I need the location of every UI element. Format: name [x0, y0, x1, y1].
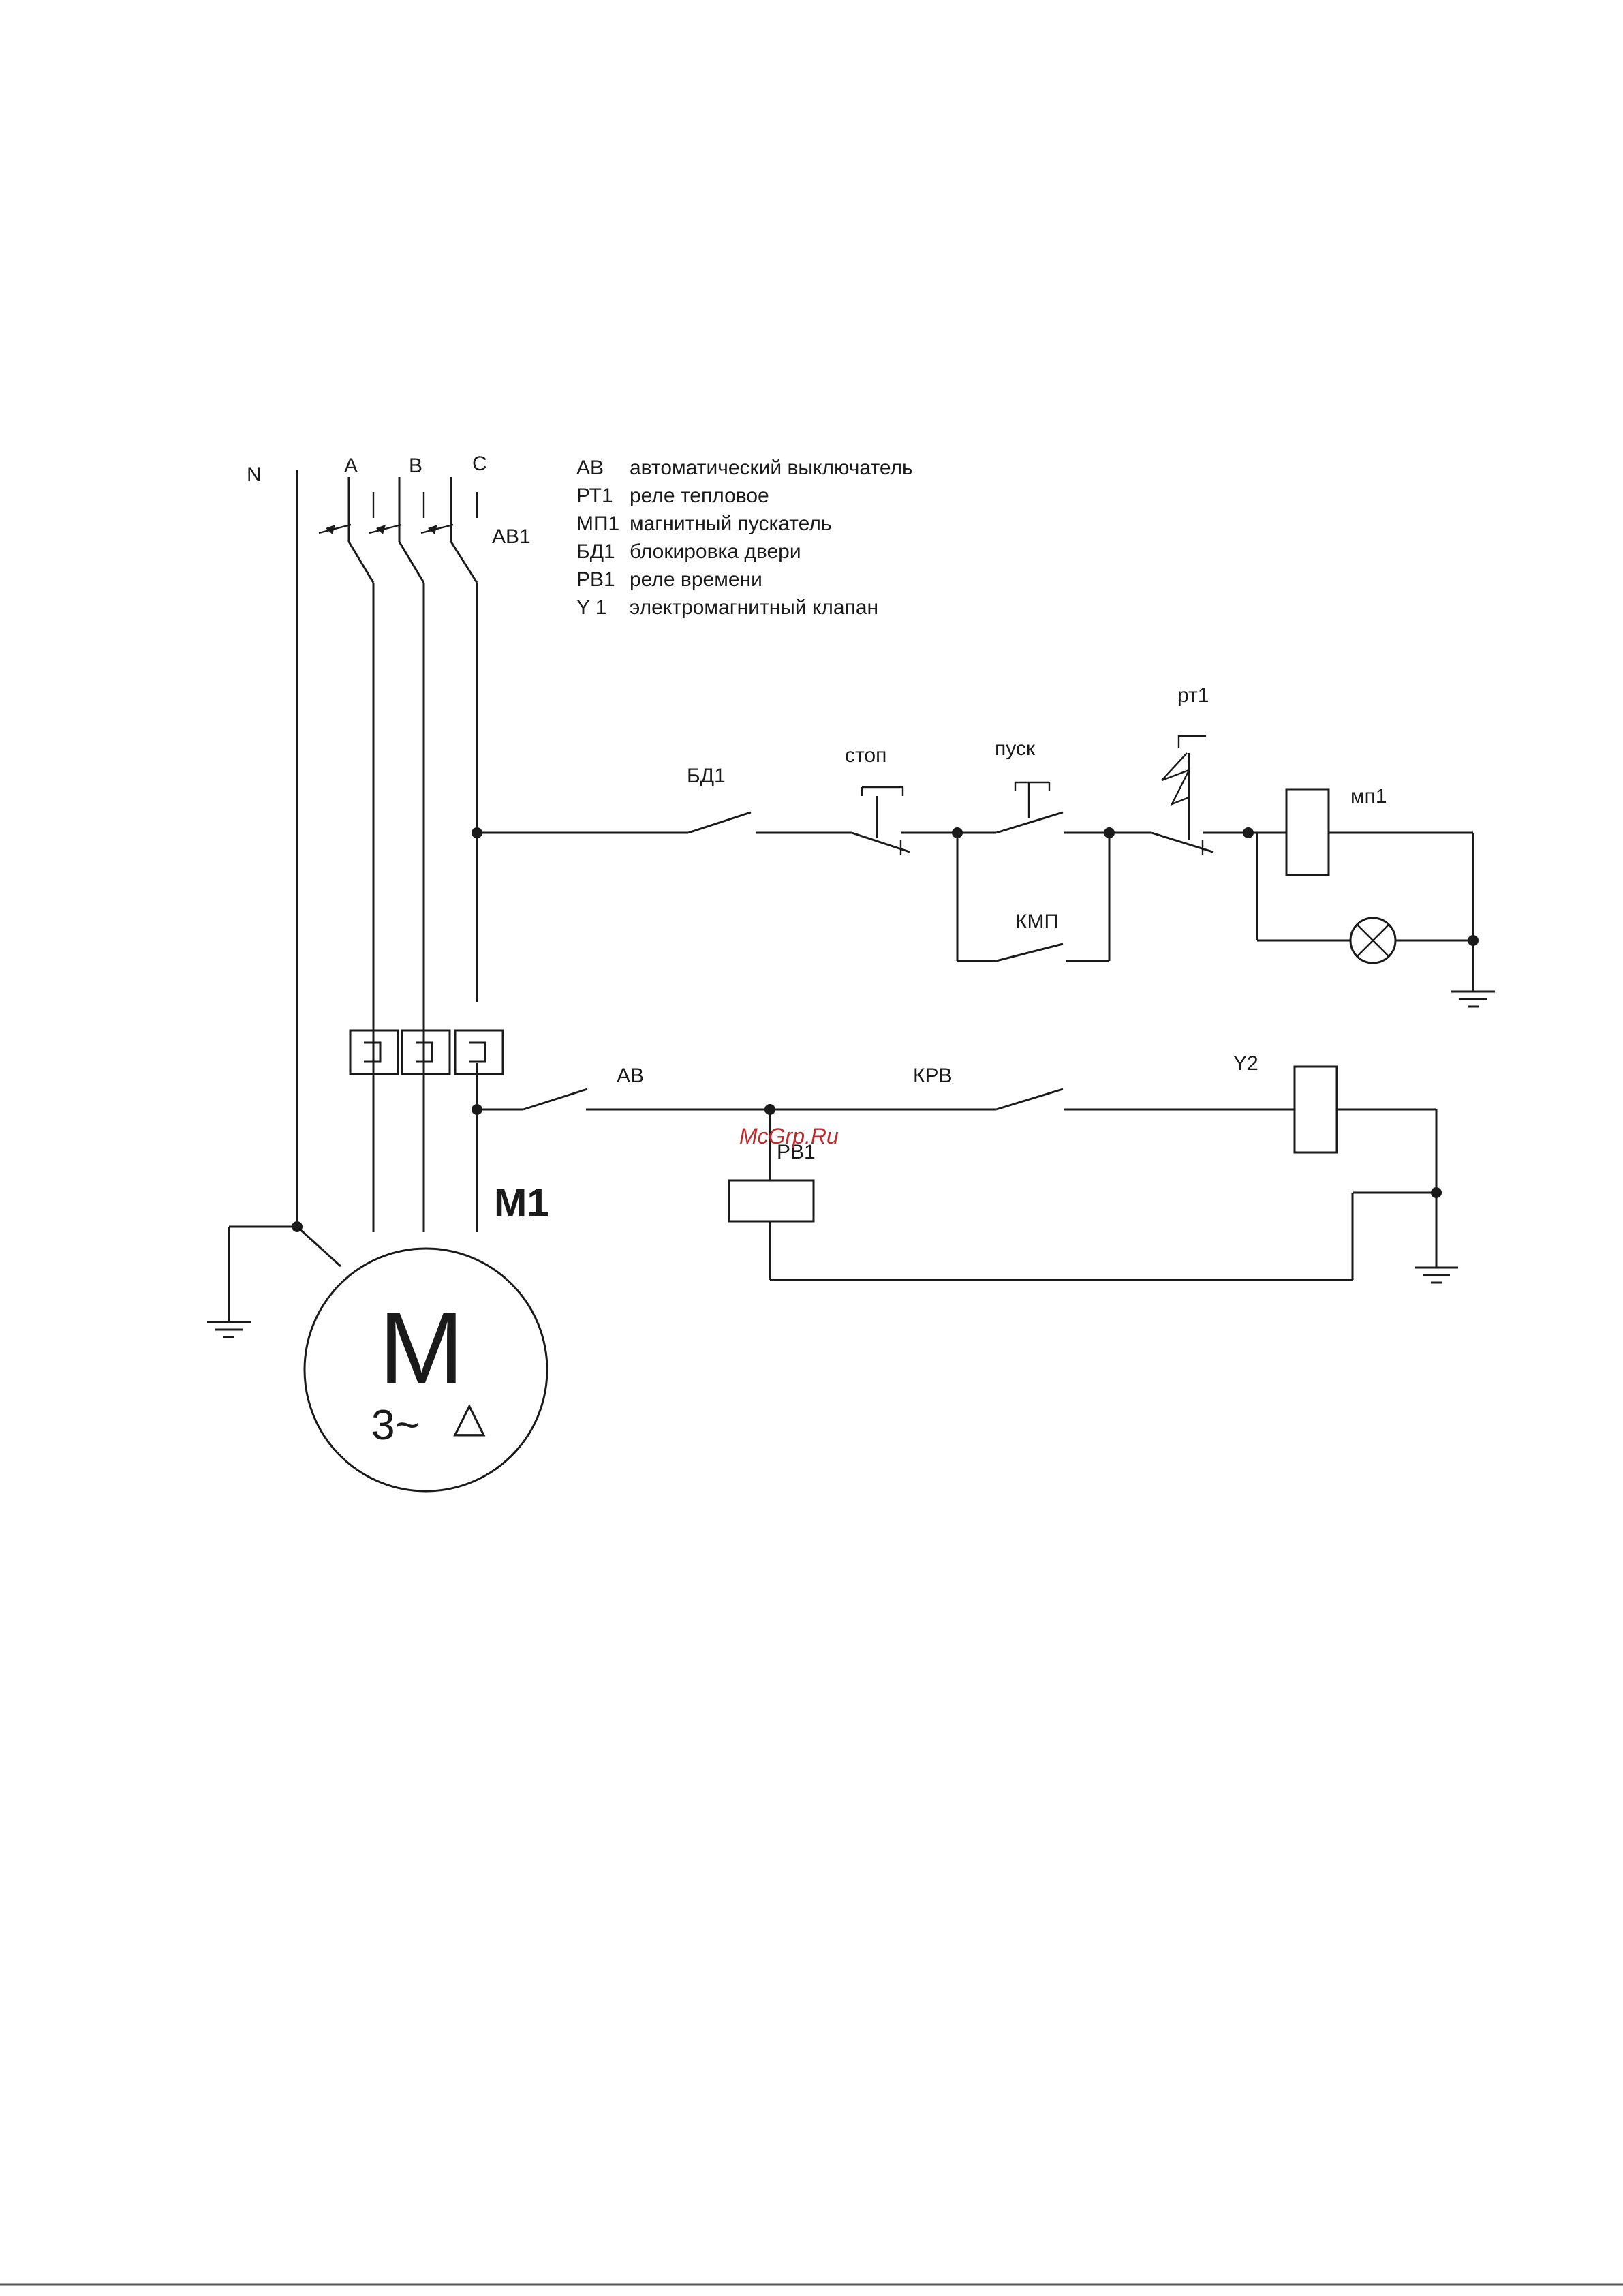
power-buses — [297, 470, 477, 1232]
bus-label-c: C — [472, 453, 487, 475]
bus-label-n: N — [247, 463, 262, 486]
starter-coil — [1286, 789, 1329, 875]
control-circuit-starter — [472, 736, 1495, 1007]
motor: M 3~ △ — [207, 1221, 547, 1491]
motor-phase: 3~ — [371, 1402, 420, 1449]
legend-code-5: РВ1 — [576, 568, 615, 591]
watermark: McGrp.Ru — [739, 1124, 839, 1148]
motor-label: M1 — [494, 1181, 549, 1225]
thermal-label: рт1 — [1177, 684, 1209, 707]
control-circuit-valve — [472, 1067, 1458, 1283]
legend-desc-3: магнитный пускатель — [630, 512, 831, 535]
legend-code-3: МП1 — [576, 512, 619, 535]
ground-icon — [207, 1322, 251, 1337]
bus-label-a: A — [344, 455, 358, 477]
motor-symbol: M — [379, 1291, 464, 1405]
breaker-ab-contact — [523, 1089, 587, 1109]
valve-coil — [1295, 1067, 1337, 1152]
krv-label: КРВ — [913, 1065, 953, 1087]
legend-code-6: Y 1 — [576, 596, 607, 619]
legend-code-1: АВ — [576, 457, 604, 479]
legend-desc-6: электромагнитный клапан — [630, 596, 878, 619]
start-label: пуск — [995, 737, 1036, 760]
kmp-label: КМП — [1015, 910, 1059, 933]
legend-code-2: РТ1 — [576, 485, 613, 507]
ground-icon — [1415, 1268, 1458, 1283]
breaker-ab-label: АВ — [617, 1065, 644, 1087]
breaker-label: АВ1 — [492, 525, 531, 548]
legend-desc-2: реле тепловое — [630, 485, 769, 507]
bus-label-b: B — [409, 455, 422, 477]
kmp-contact — [996, 944, 1063, 961]
legend-desc-5: реле времени — [630, 568, 762, 591]
ground-icon — [1451, 992, 1495, 1007]
breaker-ab1 — [319, 492, 477, 583]
lamp-icon — [1350, 918, 1395, 963]
legend-code-4: БД1 — [576, 540, 615, 563]
door-lock-contact — [688, 812, 751, 833]
legend: АВ автоматический выключатель РТ1 реле т… — [576, 457, 913, 619]
starter-coil-label: мп1 — [1350, 785, 1387, 808]
door-lock-label: БД1 — [687, 765, 726, 787]
thermal-element — [1179, 736, 1206, 748]
valve-label: Y2 — [1233, 1052, 1258, 1075]
legend-desc-4: блокировка двери — [630, 540, 801, 563]
krv-contact — [996, 1089, 1063, 1109]
legend-desc-1: автоматический выключатель — [630, 457, 913, 479]
timer-coil — [729, 1180, 814, 1221]
motor-connection: △ — [453, 1394, 486, 1441]
thermal-contact — [1151, 833, 1213, 852]
stop-label: стоп — [845, 744, 886, 767]
